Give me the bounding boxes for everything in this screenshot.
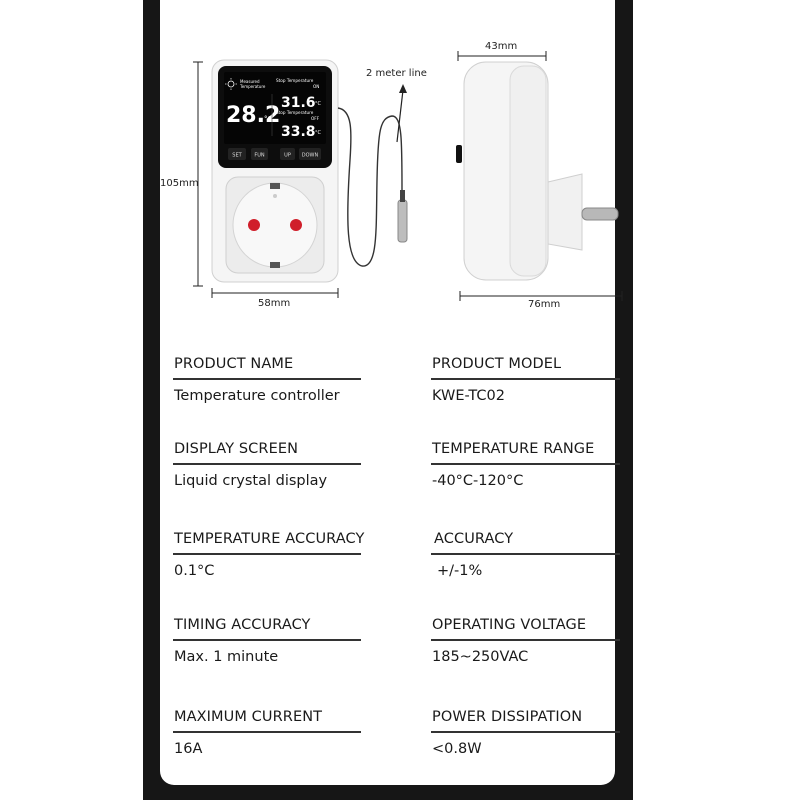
set-button-label: SET [232,153,242,159]
spec-value-accuracy: +/-1% [437,563,483,579]
spec-value-power-dissipation: <0.8W [432,741,482,757]
spec-label-temperature-accuracy: TEMPERATURE ACCURACY [174,531,365,547]
lcd-on-unit: °C [315,101,322,107]
height-dimension: 105mm [160,178,199,189]
lcd-measured-unit: °C [264,115,273,123]
spec-value-maximum-current: 16A [174,741,203,757]
set-button[interactable]: SET [228,148,246,160]
spec-value-display-screen: Liquid crystal display [174,473,328,489]
spec-label-accuracy: ACCURACY [434,531,514,547]
fun-button-label: FUN [254,153,265,159]
spec-label-operating-voltage: OPERATING VOLTAGE [432,617,587,633]
lcd-off-unit: °C [315,130,322,136]
spec-label-product-model: PRODUCT MODEL [432,356,562,372]
lcd-off-value: 33.8 [281,124,316,140]
spec-label-temperature-range: TEMPERATURE RANGE [432,441,595,457]
lcd-off-label: Stop Temperature [276,110,314,115]
fun-button[interactable]: FUN [251,148,268,160]
lcd-measured-value: 28.2 [226,103,280,128]
divider [173,463,361,465]
spec-value-operating-voltage: 185~250VAC [432,649,529,665]
divider [431,378,620,380]
plug-pin [581,207,619,221]
spec-value-temperature-accuracy: 0.1°C [174,563,215,579]
up-button-label: UP [284,153,291,159]
socket-hole-right [290,219,302,231]
down-button-label: DOWN [302,153,319,159]
spec-value-timing-accuracy: Max. 1 minute [174,649,279,665]
divider [173,731,361,733]
cable-length-label: 2 meter line [366,68,427,79]
sun-icon [225,78,237,90]
spec-value-product-model: KWE-TC02 [432,388,505,404]
lcd-off-flag: OFF [311,116,320,121]
lcd-screen [224,72,326,144]
divider [431,731,620,733]
probe-cable [337,107,403,267]
spec-label-maximum-current: MAXIMUM CURRENT [174,709,323,725]
lcd-on-label: Stop Temperature [276,78,314,83]
divider [431,463,620,465]
down-button[interactable]: DOWN [299,148,321,160]
lcd-measured-label: Measured [240,79,260,84]
divider [173,378,361,380]
spec-value-temperature-range: -40°C-120°C [432,473,524,489]
spec-label-timing-accuracy: TIMING ACCURACY [174,617,311,633]
spec-label-power-dissipation: POWER DISSIPATION [432,709,583,725]
spec-label-display-screen: DISPLAY SCREEN [174,441,299,457]
up-button[interactable]: UP [280,148,295,160]
spec-value-product-name: Temperature controller [174,388,340,404]
divider [173,553,361,555]
lcd-on-value: 31.6 [281,95,316,111]
depth-dimension: 76mm [528,299,561,310]
spec-label-product-name: PRODUCT NAME [174,356,294,372]
side-width-dimension: 43mm [485,41,518,52]
divider [431,639,620,641]
plug-base [547,173,583,251]
socket-hole-left [248,219,260,231]
probe-tip [397,199,408,243]
divider [173,639,361,641]
width-dimension: 58mm [258,298,291,309]
product-illustration: Measured Temperature 28.2 °C Stop Temper… [193,51,623,301]
lcd-measured-label-2: Temperature [239,84,266,89]
divider [431,553,620,555]
lcd-on-flag: ON [313,84,319,89]
